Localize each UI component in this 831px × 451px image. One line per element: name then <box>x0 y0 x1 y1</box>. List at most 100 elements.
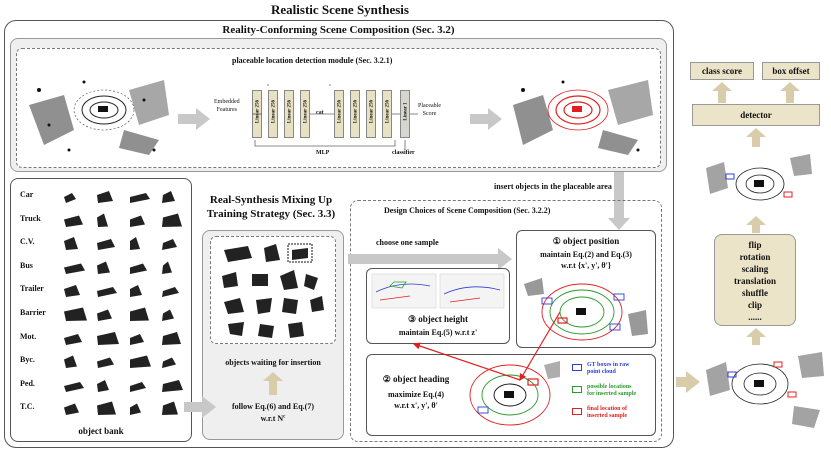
detector-box: detector <box>692 104 820 126</box>
object-bank-row-label: Car <box>20 190 34 199</box>
object-sample <box>97 357 114 369</box>
scene-pointcloud-right <box>513 80 653 155</box>
object-sample <box>130 215 145 227</box>
height-line1: maintain Eq.(5) w.r.t z' <box>398 328 478 337</box>
arrow-head-choose-sample <box>498 248 512 270</box>
object-sample <box>162 309 174 321</box>
legend-text: possible locations for inserted sample <box>587 384 637 397</box>
augmentation-item: scaling <box>741 264 769 274</box>
legend-text: final location of inserted sample <box>587 406 628 419</box>
object-sample <box>64 215 83 227</box>
object-sample <box>130 237 140 251</box>
arrow-head-bank-to-mixing <box>202 396 216 418</box>
object-sample <box>64 381 84 392</box>
object-bank-row-label: Trailer <box>20 284 44 294</box>
object-bank-row-label: Bus <box>20 260 33 270</box>
arrow-up-box-offset <box>780 82 800 91</box>
mlp-layer-8: Linear 256 <box>382 90 392 138</box>
design-panel <box>350 200 662 442</box>
scene-pointcloud-left <box>29 80 169 155</box>
legend-swatch <box>572 364 582 371</box>
augmentation-item: rotation <box>739 252 771 262</box>
arrow-up-class-score <box>712 82 732 91</box>
object-bank-row-label: Truck <box>20 213 41 223</box>
mlp-layer-6: Linear 256 <box>350 90 360 138</box>
arrow-to-module <box>178 114 196 124</box>
height-box <box>366 268 510 344</box>
module-title: placeable location detection module (Sec… <box>232 56 393 65</box>
object-sample <box>97 331 119 345</box>
object-sample <box>130 381 146 392</box>
insert-arrow-head <box>608 218 630 230</box>
object-bank-row-label: Byc. <box>20 355 35 365</box>
arrow-stem-box-offset <box>786 91 794 103</box>
arrow-bank-to-mixing <box>184 402 204 412</box>
insert-objects-label: insert objects in the placeable area <box>494 182 612 191</box>
arrow-up-detector <box>746 128 766 137</box>
object-sample <box>97 287 117 298</box>
composition-title: Reality-Conforming Scene Composition (Se… <box>222 24 455 36</box>
output-scene <box>706 352 824 428</box>
red-connector-arrows <box>412 311 561 382</box>
arrow-to-output <box>676 377 686 387</box>
box-offset-box: box offset <box>762 62 820 80</box>
heading-line1: maximize Eq.(4) <box>388 390 444 399</box>
augmentation-item: ...... <box>748 312 762 322</box>
position-box <box>516 230 656 348</box>
object-sample <box>162 191 175 203</box>
follow-eq-line2: w.r.t Nc <box>260 414 286 423</box>
arrow-head-to-output <box>686 371 700 393</box>
arrow-stem-detector <box>752 137 760 147</box>
position-title: ① object position <box>552 236 620 246</box>
object-bank-row-label: T.C. <box>20 402 35 412</box>
insert-arrow-stem <box>614 172 624 218</box>
legend-swatch <box>572 408 582 415</box>
object-sample <box>162 213 182 227</box>
outer-frame <box>4 20 674 448</box>
object-sample <box>130 285 142 298</box>
position-line2: w.r.t {x', y', θ'} <box>561 261 611 270</box>
object-sample <box>130 193 150 203</box>
heading-title: ② object heading <box>382 374 450 384</box>
arrow-head-to-result <box>488 108 502 130</box>
choose-sample-label: choose one sample <box>376 238 439 247</box>
object-bank-row-label: Barrier <box>20 308 46 317</box>
object-bank-panel <box>10 178 192 442</box>
object-bank-row-label: C.V. <box>20 237 35 247</box>
main-title: Realistic Scene Synthesis <box>271 2 409 17</box>
object-sample <box>162 357 176 369</box>
augmentation-item: shuffle <box>741 288 768 298</box>
object-sample <box>130 355 151 369</box>
class-score-box: class score <box>690 62 754 80</box>
waiting-up-arrow-stem <box>269 381 277 395</box>
mlp-connectors <box>252 84 418 150</box>
augmented-scene <box>706 154 812 201</box>
arrow-stem-augs <box>752 225 760 233</box>
mixing-title-2: Training Strategy (Sec. 3.3) <box>206 208 336 220</box>
arrow-up-input <box>746 328 766 337</box>
object-sample <box>162 287 179 298</box>
legend-swatch <box>572 386 582 393</box>
object-sample <box>97 191 113 203</box>
waiting-label: objects waiting for insertion <box>225 358 321 367</box>
arrow-stem-input <box>752 337 760 345</box>
design-title: Design Choices of Scene Composition (Sec… <box>384 206 551 215</box>
heading-line2: w.r.t x', y', θ' <box>394 401 438 410</box>
object-sample <box>64 403 79 416</box>
mixing-title-1: Real-Synthesis Mixing Up <box>209 194 333 206</box>
object-sample <box>64 333 82 345</box>
object-sample <box>97 213 108 227</box>
object-sample <box>97 239 115 251</box>
arrow-choose-sample <box>348 254 498 264</box>
classifier-label: classifier <box>392 150 415 156</box>
object-sample <box>64 355 77 369</box>
object-bank-row-label: Ped. <box>20 378 35 388</box>
mlp-layer-5: Linear 256 <box>334 90 344 138</box>
augmentation-item: clip <box>747 300 762 310</box>
mlp-layer-7: Linear 256 <box>366 90 376 138</box>
height-scene <box>371 273 505 309</box>
legend-text: GT boxes in raw point cloud <box>587 362 630 375</box>
object-sample <box>130 403 141 416</box>
position-line1: maintain Eq.(2) and Eq.(3) <box>540 250 632 259</box>
augmentation-item: translation <box>733 276 776 286</box>
